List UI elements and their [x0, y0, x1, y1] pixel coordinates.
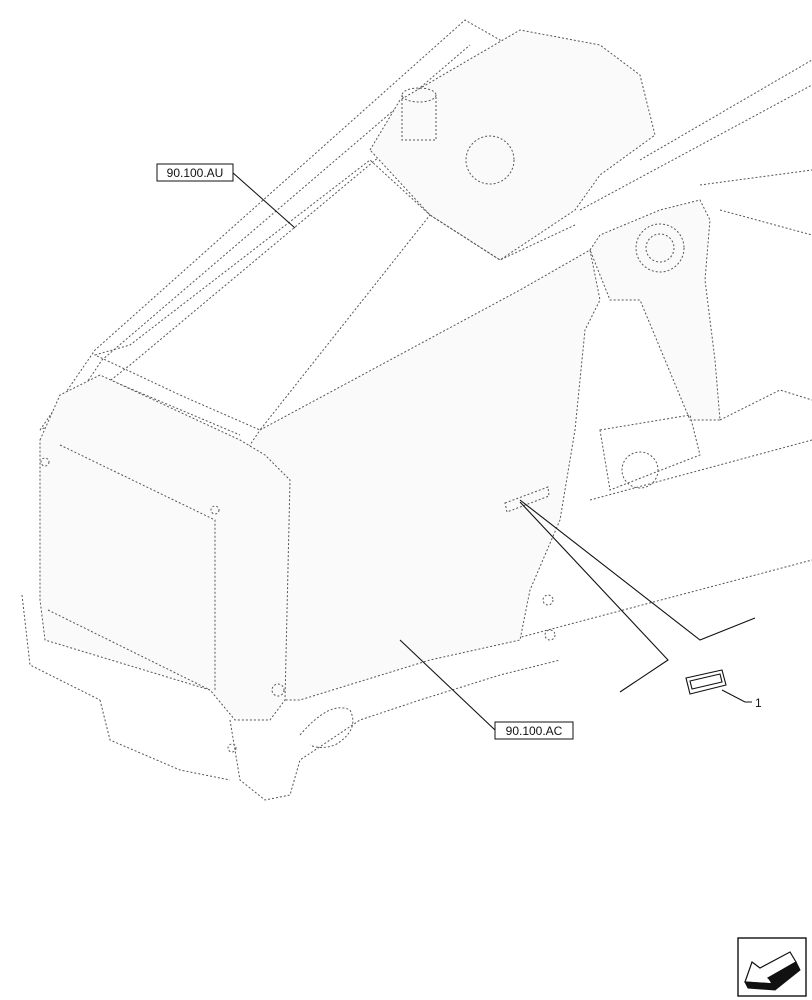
leader-lines: [231, 171, 756, 731]
callout-ref-top-text: 90.100.AU: [167, 166, 224, 180]
projection-line-lower: [519, 501, 669, 693]
machine-outline: [21, 19, 812, 801]
arrow-down-left-icon[interactable]: [737, 937, 807, 997]
leader-ref-bottom: [399, 639, 496, 731]
plug-part-detail: [685, 669, 727, 695]
leader-ref-top: [231, 171, 296, 229]
projection-line-upper: [519, 499, 756, 641]
callout-ref-bottom[interactable]: 90.100.AC: [494, 721, 574, 740]
callout-ref-top[interactable]: 90.100.AU: [156, 163, 234, 182]
part-number-label: 1: [755, 696, 762, 710]
leader-part-1: [721, 689, 752, 703]
callout-ref-bottom-text: 90.100.AC: [506, 724, 563, 738]
